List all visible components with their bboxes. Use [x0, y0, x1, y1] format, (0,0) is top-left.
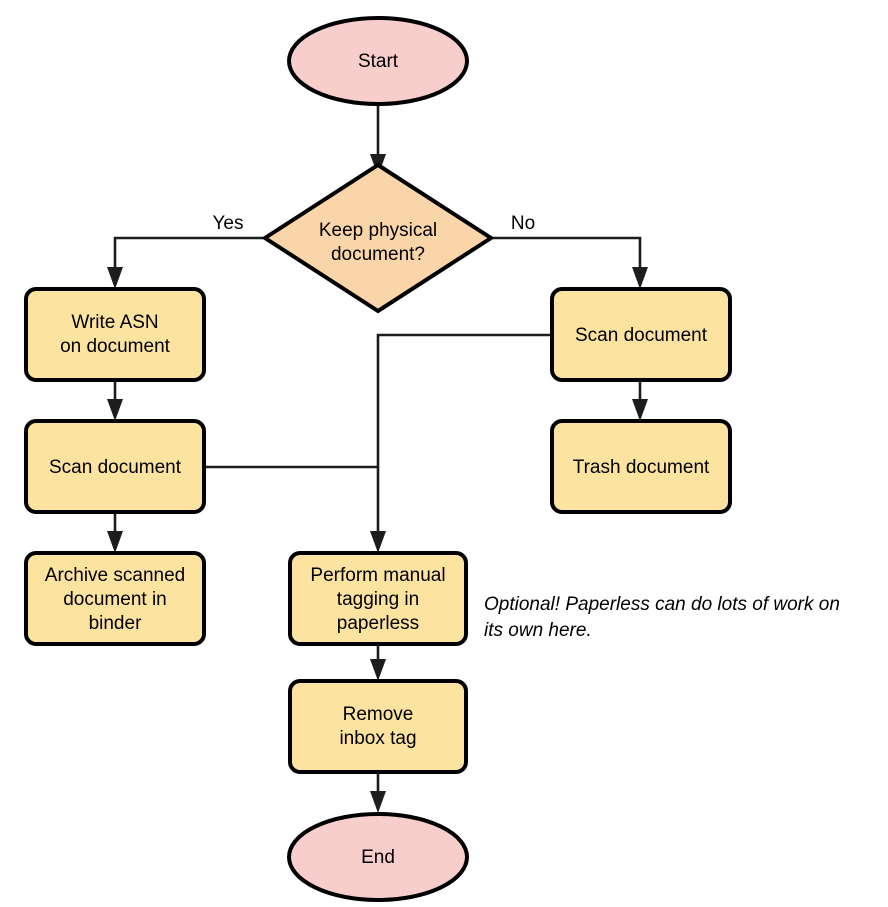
edge-tagging-to-remove-inbox	[370, 643, 386, 681]
node-archive-document-shape[interactable]	[24, 551, 206, 646]
node-trash-document-shape[interactable]	[550, 419, 732, 514]
edge-label-yes: Yes	[213, 213, 244, 234]
node-start-shape[interactable]	[287, 16, 469, 106]
node-archive-document[interactable]: Archive scanned document in binder	[24, 551, 206, 646]
optional-note-line1: Optional! Paperless can do lots of work …	[484, 594, 840, 615]
edge-write-asn-to-scan-left	[107, 380, 123, 421]
node-write-asn-label-line2: on document	[60, 336, 171, 357]
node-manual-tagging-shape[interactable]	[288, 551, 468, 646]
node-end-shape[interactable]	[287, 812, 469, 902]
node-manual-tagging-label-line3: paperless	[337, 613, 419, 634]
node-archive-document-label-line3: binder	[89, 613, 142, 634]
node-manual-tagging-label-line2: tagging in	[337, 589, 419, 610]
edge-remove-inbox-to-end	[370, 772, 386, 813]
node-scan-document-right-label: Scan document	[575, 325, 708, 346]
edge-scan-right-to-trash	[632, 380, 648, 421]
node-decision-label-line2: document?	[331, 244, 425, 265]
node-archive-document-label-line2: document in	[63, 589, 167, 610]
node-remove-inbox-tag-label-line2: inbox tag	[339, 728, 416, 749]
node-trash-document[interactable]: Trash document	[550, 419, 732, 514]
node-write-asn-label-line1: Write ASN	[71, 312, 158, 333]
edge-decision-to-scan-right	[491, 236, 648, 289]
optional-note: Optional! Paperless can do lots of work …	[484, 594, 840, 641]
edge-label-no: No	[511, 213, 535, 234]
node-decision-label-line1: Keep physical	[319, 220, 437, 241]
node-write-asn-shape[interactable]	[24, 287, 206, 382]
connector-layer	[107, 103, 648, 813]
edge-scan-left-to-archive	[107, 512, 123, 553]
node-decision-keep-physical-document[interactable]: Keep physical document?	[261, 162, 495, 314]
node-start[interactable]: Start	[287, 16, 469, 106]
node-scan-document-left-shape[interactable]	[24, 419, 206, 514]
node-archive-document-label-line1: Archive scanned	[45, 565, 185, 586]
node-end-label: End	[361, 847, 395, 868]
node-scan-document-right-shape[interactable]	[550, 287, 732, 382]
edge-scan-right-to-tagging	[370, 333, 552, 553]
node-remove-inbox-tag-label-line1: Remove	[343, 704, 414, 725]
node-remove-inbox-tag[interactable]: Remove inbox tag	[288, 679, 468, 774]
node-manual-tagging-label-line1: Perform manual	[310, 565, 445, 586]
node-scan-document-right[interactable]: Scan document	[550, 287, 732, 382]
node-end[interactable]: End	[287, 812, 469, 902]
node-scan-document-left[interactable]: Scan document	[24, 419, 206, 514]
node-remove-inbox-tag-shape[interactable]	[288, 679, 468, 774]
node-write-asn[interactable]: Write ASN on document	[24, 287, 206, 382]
node-manual-tagging[interactable]: Perform manual tagging in paperless	[288, 551, 468, 646]
edge-decision-to-write-asn	[107, 236, 265, 289]
node-trash-document-label: Trash document	[573, 457, 710, 478]
node-decision-shape[interactable]	[261, 162, 495, 314]
node-scan-document-left-label: Scan document	[49, 457, 182, 478]
node-start-label: Start	[358, 51, 399, 72]
optional-note-line2: its own here.	[484, 620, 592, 641]
